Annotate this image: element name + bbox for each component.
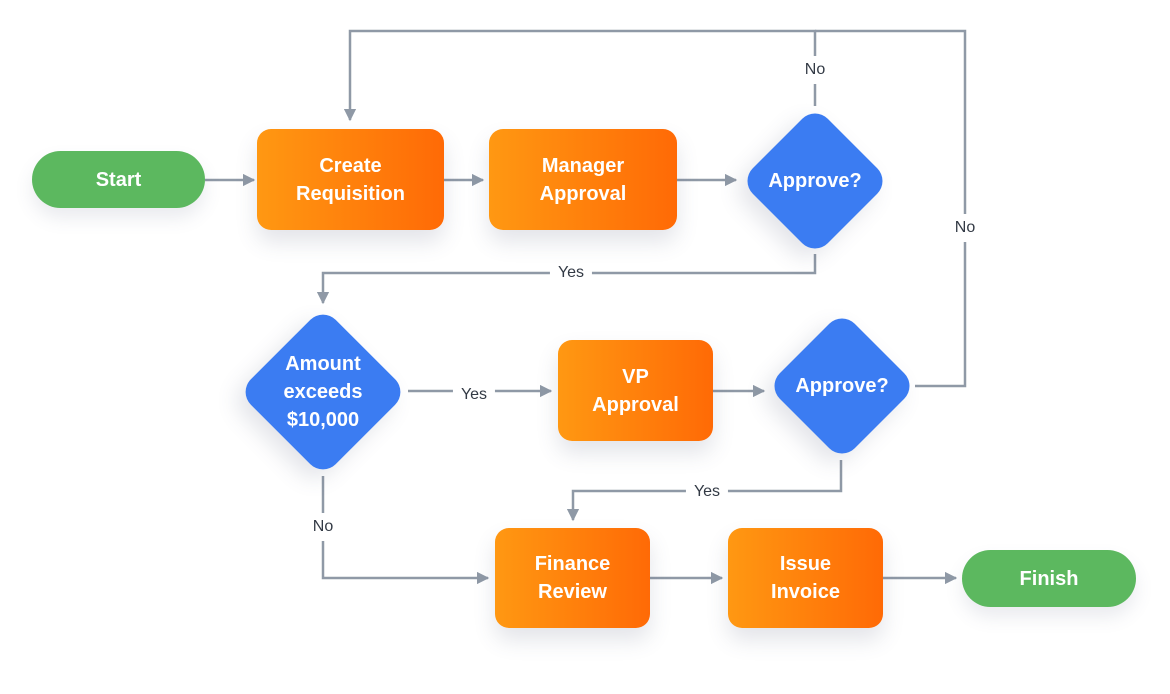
- label-approve2-yes: Yes: [685, 478, 729, 506]
- node-create-requisition[interactable]: Create Requisition: [257, 129, 444, 230]
- node-manager-approval-label: Manager Approval: [539, 154, 627, 205]
- node-approve-2-label: Approve?: [795, 375, 889, 397]
- node-finish-label: Finish: [1019, 567, 1079, 590]
- label-approve2-no: No: [946, 214, 984, 242]
- node-amount-exceeds[interactable]: Amount exceeds $10,000: [238, 307, 408, 477]
- node-manager-approval[interactable]: Manager Approval: [489, 129, 677, 230]
- edge-amount-no: [321, 476, 490, 585]
- node-finance-review[interactable]: Finance Review: [495, 528, 650, 628]
- node-start[interactable]: Start: [32, 151, 205, 208]
- node-start-label: Start: [95, 168, 142, 191]
- label-amount-yes: Yes: [452, 381, 496, 409]
- node-finance-review-label: Finance Review: [534, 553, 611, 603]
- node-amount-exceeds-label: Amount exceeds $10,000: [283, 353, 363, 431]
- label-approve1-yes: Yes: [549, 259, 593, 287]
- node-finish[interactable]: Finish: [962, 550, 1136, 607]
- node-approve-1-label: Approve?: [768, 170, 862, 192]
- node-approve-2[interactable]: Approve?: [767, 311, 917, 461]
- label-amount-no: No: [304, 513, 342, 541]
- edge-approve2-no: [815, 29, 967, 388]
- node-vp-approval-label: VP Approval: [592, 365, 679, 416]
- node-issue-invoice-label: Issue Invoice: [771, 553, 840, 603]
- node-approve-1[interactable]: Approve?: [740, 106, 890, 256]
- label-approve1-no: No: [796, 56, 834, 84]
- node-vp-approval[interactable]: VP Approval: [558, 340, 713, 441]
- node-create-requisition-label: Create Requisition: [296, 154, 405, 205]
- node-issue-invoice[interactable]: Issue Invoice: [728, 528, 883, 628]
